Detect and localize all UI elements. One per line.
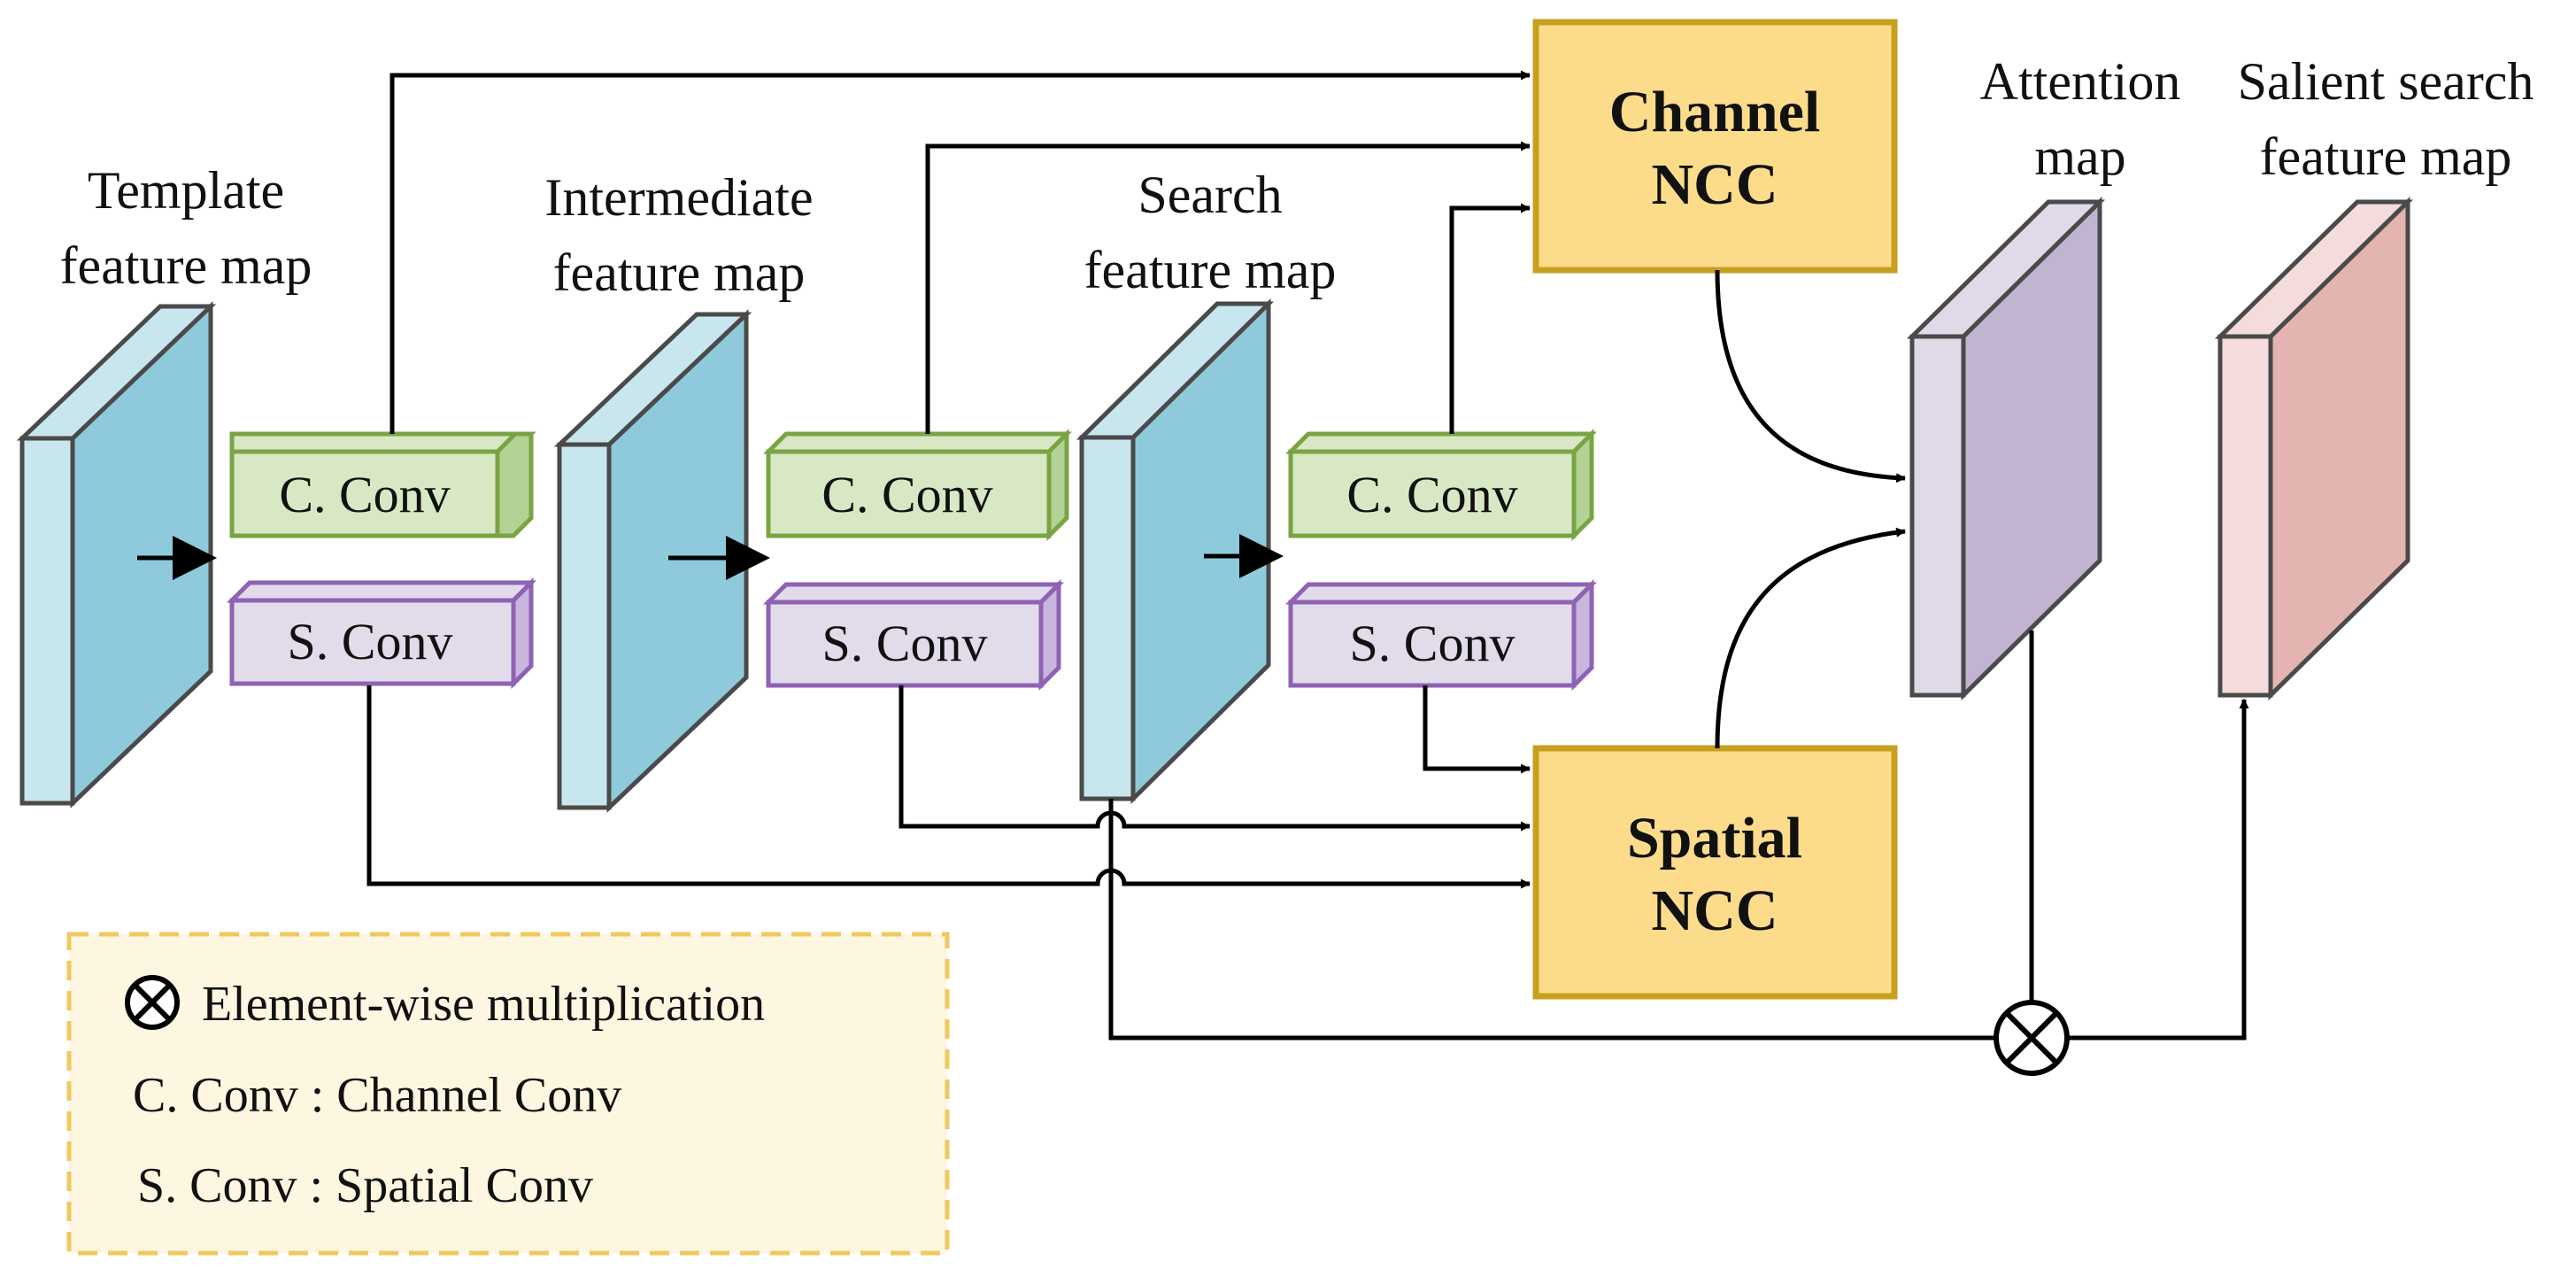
salient-label-line1: Salient search: [2238, 52, 2534, 111]
s-conv-label-3: S. Conv: [1350, 615, 1516, 672]
c-conv-box-1: C. Conv: [229, 431, 536, 538]
search-label-line1: Search: [1138, 166, 1282, 224]
s-conv-label-1: S. Conv: [288, 613, 453, 670]
legend-s-conv-definition: S. Conv : Spatial Conv: [137, 1158, 593, 1213]
spatial-ncc-label-line2: NCC: [1652, 878, 1778, 943]
salient-search-feature-map: [2214, 197, 2414, 700]
s-conv-box-3: S. Conv: [1284, 578, 1598, 692]
c-conv-box-3: C. Conv: [1284, 428, 1598, 542]
search-feature-map: [1076, 298, 1275, 804]
s-conv-box-1: S. Conv: [226, 576, 537, 690]
attention-label-line1: Attention: [1980, 52, 2181, 111]
template-label-line2: feature map: [60, 236, 312, 295]
channel-ncc-block: Channel NCC: [1532, 19, 1898, 274]
attention-map: [1906, 197, 2106, 700]
spatial-ncc-block: Spatial NCC: [1532, 745, 1898, 1000]
spatial-ncc-to-attention-arrow: [1715, 527, 1907, 749]
attention-label-line2: map: [2034, 128, 2125, 186]
c-conv-label-1: C. Conv: [279, 466, 450, 523]
c-conv2-to-channel-ncc-arrow: [925, 141, 1531, 434]
s-conv-box-2: S. Conv: [762, 578, 1065, 692]
intermediate-label-line1: Intermediate: [544, 168, 813, 227]
c-conv-label-2: C. Conv: [821, 466, 992, 523]
intermediate-feature-map: [553, 309, 752, 813]
multiply-to-salient-arrow: [2067, 698, 2249, 1041]
channel-ncc-to-attention-arrow: [1715, 269, 1907, 484]
search-label-line2: feature map: [1084, 241, 1337, 299]
spatial-ncc-label-line1: Spatial: [1627, 806, 1802, 871]
s-conv-label-2: S. Conv: [822, 615, 988, 672]
c-conv-label-3: C. Conv: [1346, 466, 1517, 523]
s-conv1-to-spatial-ncc-arrow: [366, 685, 1531, 889]
c-conv1-to-channel-ncc-arrow: [389, 70, 1531, 434]
c-conv-box-2: C. Conv: [762, 428, 1073, 542]
legend-c-conv-definition: C. Conv : Channel Conv: [133, 1068, 621, 1123]
salient-label-line2: feature map: [2260, 128, 2512, 186]
element-wise-multiply-symbol: [1994, 1000, 2070, 1076]
channel-ncc-label-line2: NCC: [1652, 152, 1778, 217]
legend-multiply-text: Element-wise multiplication: [202, 977, 765, 1032]
s-conv3-to-spatial-ncc-arrow: [1423, 685, 1531, 774]
template-label-line1: Template: [88, 161, 284, 220]
template-feature-map: [16, 301, 217, 809]
channel-ncc-label-line1: Channel: [1609, 80, 1820, 144]
legend-box: Element-wise multiplication C. Conv : Ch…: [66, 932, 950, 1256]
legend-multiply-icon: [125, 975, 180, 1030]
search-to-multiply-line: [1108, 799, 1996, 1041]
c-conv3-to-channel-ncc-arrow: [1449, 203, 1531, 434]
intermediate-label-line2: feature map: [553, 244, 806, 302]
